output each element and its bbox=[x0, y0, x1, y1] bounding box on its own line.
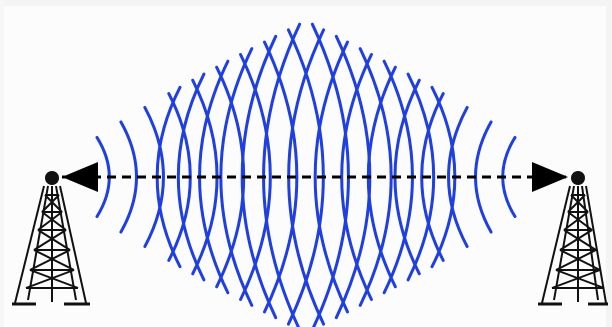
right-tower-icon bbox=[538, 171, 608, 304]
left-tower-icon bbox=[12, 171, 90, 304]
